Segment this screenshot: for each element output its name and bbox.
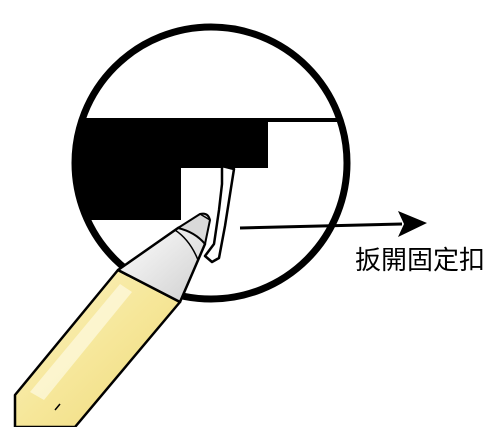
pen-icon xyxy=(13,212,211,427)
clip-latch xyxy=(203,164,236,264)
caption-text: 扳開固定扣 xyxy=(355,246,485,276)
latch-housing xyxy=(75,118,347,220)
arrow-right-icon xyxy=(239,211,427,237)
